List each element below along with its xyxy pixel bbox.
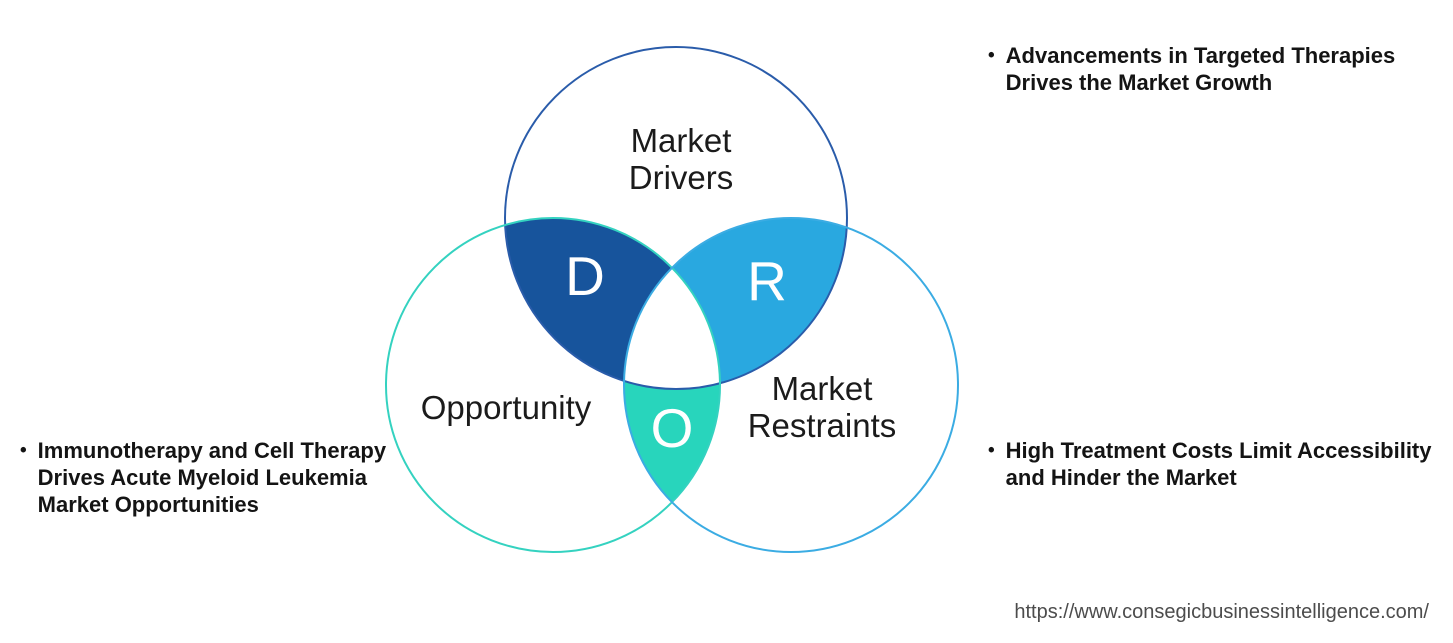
drivers-circle-outline	[504, 46, 848, 390]
drivers-label-line2: Drivers	[629, 159, 734, 196]
source-url: https://www.consegicbusinessintelligence…	[1014, 601, 1429, 623]
bullet-icon: •	[988, 440, 995, 461]
bullet-icon: •	[988, 45, 995, 66]
restraints-circle-outline	[623, 217, 959, 553]
restraint-note-text: High Treatment Costs Limit Accessibility…	[1005, 438, 1432, 490]
opportunity-label: Opportunity	[421, 389, 592, 426]
opportunity-circle-outline	[385, 217, 721, 553]
bullet-icon: •	[20, 440, 27, 461]
opportunity-letter: O	[651, 397, 694, 459]
driver-note-text: Advancements in Targeted Therapies Drive…	[1005, 43, 1396, 95]
restraints-label-line2: Restraints	[748, 407, 897, 444]
driver-note: • Advancements in Targeted Therapies Dri…	[988, 42, 1446, 96]
restraint-note: • High Treatment Costs Limit Accessibili…	[988, 437, 1446, 491]
opportunity-note: • Immunotherapy and Cell Therapy Drives …	[20, 437, 398, 518]
opportunity-note-text: Immunotherapy and Cell Therapy Drives Ac…	[37, 438, 387, 517]
drivers-letter: D	[565, 245, 605, 307]
restraints-label-line1: Market	[772, 370, 873, 407]
drivers-label-line1: Market	[631, 122, 732, 159]
restraints-letter: R	[747, 250, 787, 312]
